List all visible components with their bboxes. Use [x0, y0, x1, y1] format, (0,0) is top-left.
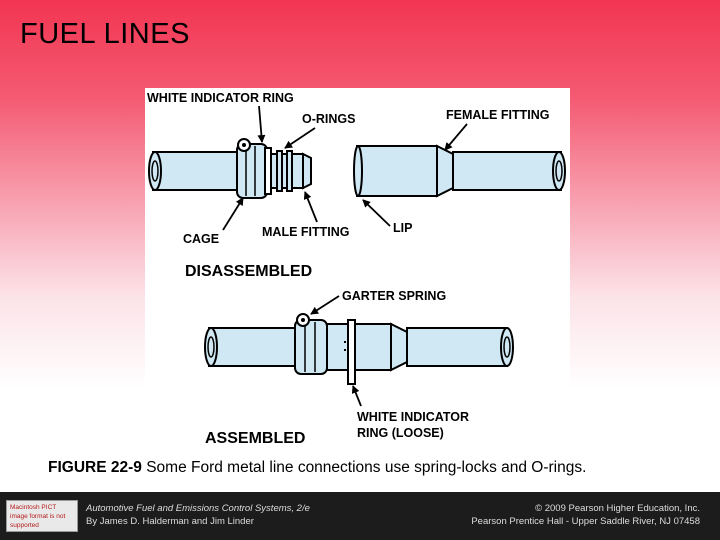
label-female-fitting: FEMALE FITTING	[446, 108, 549, 122]
footer-copyright: © 2009 Pearson Higher Education, Inc.	[535, 503, 700, 514]
label-male-fitting: MALE FITTING	[262, 225, 350, 239]
slide-title: FUEL LINES	[20, 18, 190, 50]
figure-caption: FIGURE 22-9 Some Ford metal line connect…	[48, 459, 688, 477]
disassembled-leaders	[222, 105, 468, 231]
figure-number: FIGURE 22-9	[48, 459, 142, 476]
footer-publisher-info: © 2009 Pearson Higher Education, Inc. Pe…	[471, 502, 700, 528]
label-disassembled: DISASSEMBLED	[185, 263, 312, 280]
assembled-leaders	[310, 295, 362, 407]
footer-bar: Macintosh PICT image format is not suppo…	[0, 492, 720, 540]
male-side-tube	[148, 138, 312, 199]
label-o-rings: O-RINGS	[302, 112, 355, 126]
female-side-tube	[353, 144, 566, 198]
footer-book-title: Automotive Fuel and Emissions Control Sy…	[86, 503, 310, 514]
label-white-indicator-ring: WHITE INDICATOR RING	[147, 91, 294, 105]
unsupported-image-badge: Macintosh PICT image format is not suppo…	[6, 500, 78, 532]
label-assembled: ASSEMBLED	[205, 430, 305, 447]
label-white-indicator-ring-loose-line1: WHITE INDICATOR	[357, 410, 469, 424]
label-cage: CAGE	[183, 232, 219, 246]
label-lip: LIP	[393, 221, 412, 235]
footer-authors: By James D. Halderman and Jim Linder	[86, 516, 254, 527]
footer-book-info: Automotive Fuel and Emissions Control Sy…	[86, 502, 310, 528]
label-white-indicator-ring-loose-line2: RING (LOOSE)	[357, 426, 444, 440]
fuel-line-diagram: WHITE INDICATOR RING O-RINGS FEMALE FITT…	[147, 91, 566, 447]
caption-text: Some Ford metal line connections use spr…	[141, 459, 587, 476]
figure-diagram: WHITE INDICATOR RING O-RINGS FEMALE FITT…	[145, 88, 570, 448]
assembled-connection	[204, 313, 514, 385]
label-garter-spring: GARTER SPRING	[342, 289, 446, 303]
footer-publisher: Pearson Prentice Hall - Upper Saddle Riv…	[471, 516, 700, 527]
